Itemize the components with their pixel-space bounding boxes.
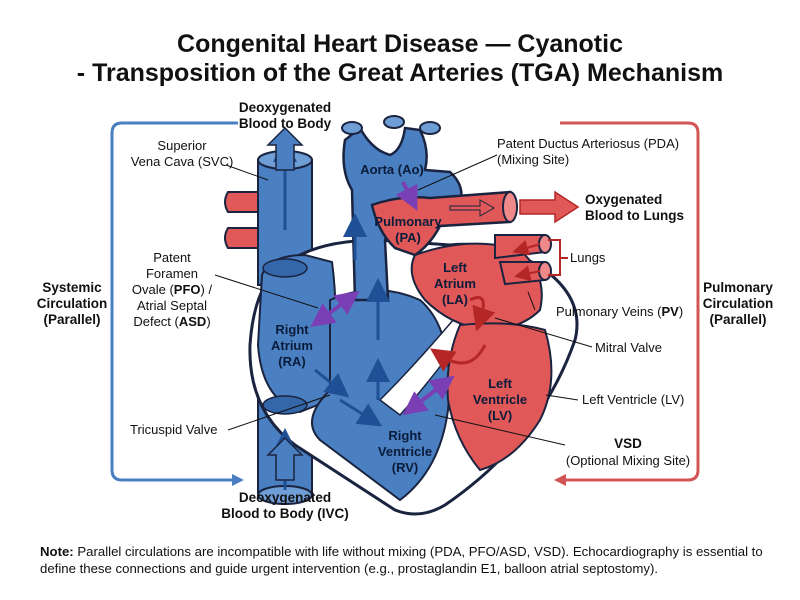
ra-label-3: (RA) (278, 354, 305, 369)
deoxy-bottom-label-2: Blood to Body (IVC) (221, 506, 348, 521)
leader-lines (214, 154, 593, 446)
pfo-label-3: Ovale (PFO) / (132, 282, 213, 297)
systemic-label-2: Circulation (37, 296, 108, 311)
deoxy-top-label-2: Blood to Body (239, 116, 332, 131)
pfo-label-1: Patent (153, 250, 191, 265)
mitral-label: Mitral Valve (595, 340, 662, 355)
ra-label-1: Right (275, 322, 309, 337)
rv-label-3: (RV) (392, 460, 418, 475)
tricuspid-label: Tricuspid Valve (130, 422, 217, 437)
pa-label-2: (PA) (395, 230, 421, 245)
lungs-label: Lungs (570, 250, 606, 265)
la-label-1: Left (443, 260, 468, 275)
ra-label-2: Atrium (271, 338, 313, 353)
lv-side-label: Left Ventricle (LV) (582, 392, 684, 407)
pa-label-1: Pulmonary (374, 214, 442, 229)
deoxy-bottom-label-1: Deoxygenated (239, 490, 331, 505)
la-label-3: (LA) (442, 292, 468, 307)
vsd-label-2: (Optional Mixing Site) (566, 453, 690, 468)
pulmonary-circ-label-2: Circulation (703, 296, 774, 311)
la-label-2: Atrium (434, 276, 476, 291)
pfo-label-4: Atrial Septal (137, 298, 207, 313)
oxygenated-label-2: Blood to Lungs (585, 208, 684, 223)
pulmonary-circ-label-3: (Parallel) (709, 312, 766, 327)
pda-mixing-arrow (395, 181, 418, 211)
note-text: Parallel circulations are incompatible w… (40, 544, 763, 576)
svc-label-1: Superior (157, 138, 207, 153)
vsd-mixing-arrow (402, 375, 455, 416)
pulmonary-circ-label-1: Pulmonary (703, 280, 773, 295)
title-line-1: Congenital Heart Disease — Cyanotic (177, 30, 623, 58)
lv-label-2: Ventricle (473, 392, 527, 407)
rv-label-1: Right (388, 428, 422, 443)
aorta-label: Aorta (Ao) (360, 162, 424, 177)
page-title: Congenital Heart Disease — Cyanotic - Tr… (0, 30, 800, 88)
systemic-label-1: Systemic (42, 280, 102, 295)
oxygenated-arrow (519, 190, 580, 224)
pda-label-1: Patent Ductus Arteriosus (PDA) (497, 136, 679, 151)
right-ventricle (311, 289, 451, 502)
vsd-label-1: VSD (614, 436, 642, 451)
pfo-label-5: Defect (ASD) (133, 314, 210, 329)
rv-label-2: Ventricle (378, 444, 432, 459)
lv-label-3: (LV) (488, 408, 512, 423)
title-line-2: - Transposition of the Great Arteries (T… (76, 59, 724, 87)
pda-label-2: (Mixing Site) (497, 152, 569, 167)
lv-label-1: Left (488, 376, 513, 391)
note-prefix: Note: (40, 544, 74, 559)
asd-mixing-arrow (310, 290, 360, 328)
svc-label-2: Vena Cava (SVC) (131, 154, 234, 169)
pfo-label-2: Foramen (146, 266, 198, 281)
pv-label: Pulmonary Veins (PV) (556, 304, 683, 319)
deoxy-top-label-1: Deoxygenated (239, 100, 331, 115)
oxygenated-label-1: Oxygenated (585, 192, 662, 207)
footnote: Note: Parallel circulations are incompat… (40, 543, 770, 577)
pulmonary-circulation-loop (560, 121, 700, 482)
systemic-label-3: (Parallel) (43, 312, 100, 327)
systemic-circulation-loop (110, 121, 238, 482)
